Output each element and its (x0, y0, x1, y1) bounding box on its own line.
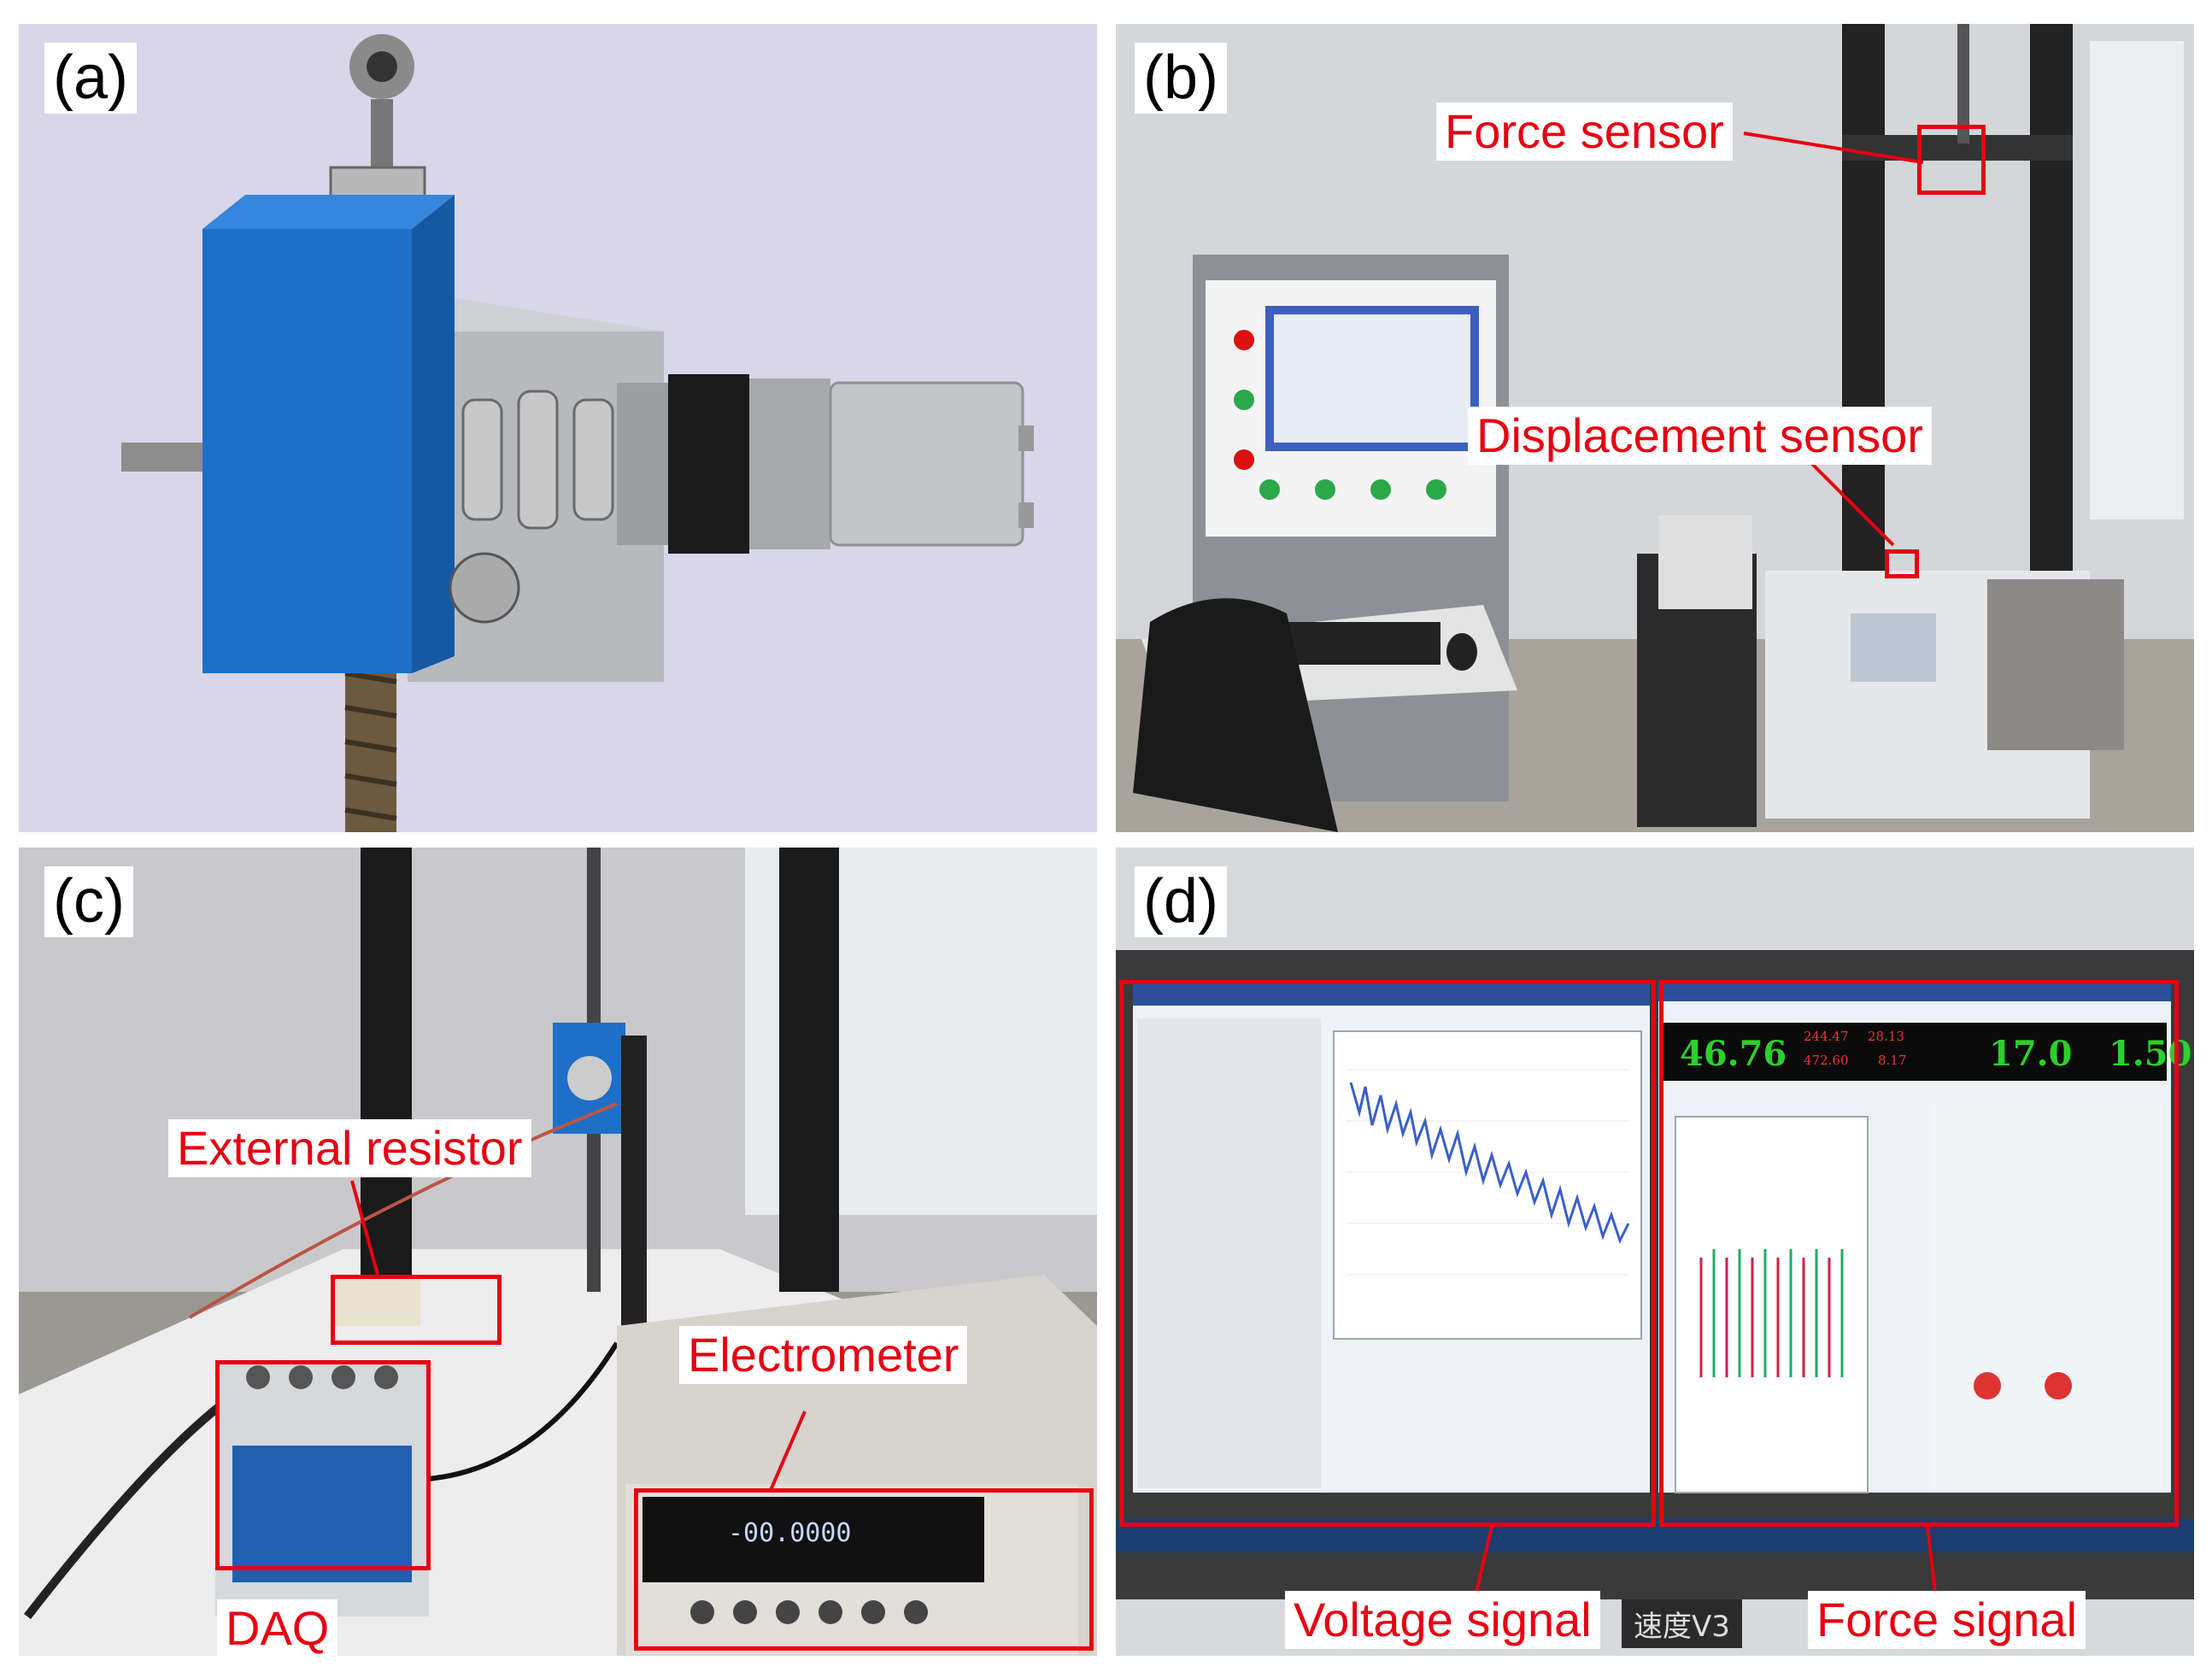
small-readout-1: 244.47 (1804, 1029, 1849, 1044)
external-resistor-callout: External resistor (168, 1119, 531, 1178)
panel-d-photo: 46.76 244.47 472.60 28.13 8.17 17.0 1.50… (1116, 848, 2194, 1656)
panel-c-photo: -00.0000 (c) External resistor Electrome… (19, 848, 1097, 1656)
electrometer-callout: Electrometer (679, 1326, 968, 1385)
monitor-tag: 速度V3 (1622, 1599, 1742, 1648)
displacement-sensor-box (1885, 549, 1919, 578)
force-signal-callout: Force signal (1808, 1591, 2086, 1650)
panel-c-label: (c) (44, 866, 133, 938)
force-sensor-callout: Force sensor (1436, 103, 1733, 161)
panel-b-photo: (b) Force sensor Displacement sensor (1116, 24, 2194, 832)
force-signal-box (1659, 980, 2179, 1527)
daq-callout: DAQ (217, 1599, 338, 1656)
force-readout: 46.76 (1680, 1034, 1787, 1074)
force-sensor-box (1917, 125, 1986, 195)
electrometer-box (634, 1488, 1094, 1651)
external-resistor-box (331, 1275, 502, 1345)
panel-a-photo: (a) (19, 24, 1097, 832)
voltage-signal-callout: Voltage signal (1285, 1591, 1600, 1650)
displacement-sensor-callout: Displacement sensor (1468, 407, 1932, 466)
small-readout-3: 28.13 (1868, 1029, 1904, 1044)
panel-d-label: (d) (1135, 866, 1227, 938)
secondary-readout-1: 17.0 (1989, 1034, 2073, 1074)
electrometer-display: -00.0000 (728, 1518, 852, 1548)
voltage-signal-box (1119, 980, 1656, 1527)
daq-box (215, 1360, 431, 1570)
small-readout-4: 8.17 (1878, 1053, 1907, 1068)
panel-b-label: (b) (1135, 43, 1227, 114)
panel-a-label: (a) (44, 43, 137, 114)
small-readout-2: 472.60 (1804, 1053, 1849, 1068)
